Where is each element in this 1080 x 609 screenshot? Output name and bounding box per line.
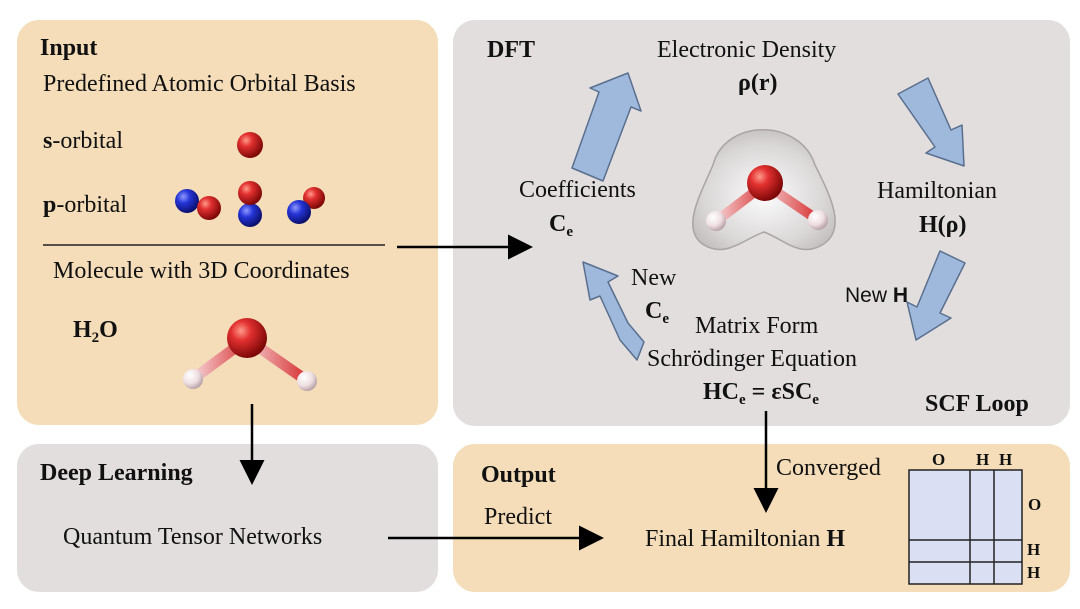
- cycle-arrow-to-density: [571, 72, 642, 182]
- new-h-text: New: [845, 284, 893, 307]
- new-c-main: C: [645, 298, 663, 324]
- network-label: Quantum Tensor Networks: [63, 524, 323, 550]
- matrix-col-label-h2: H: [999, 450, 1013, 469]
- coefficients-symbol: Ce: [549, 211, 573, 240]
- matrix-row-label-h2: H: [1027, 563, 1041, 582]
- cycle-arrow-to-coefficients: [582, 261, 645, 361]
- density-symbol: ρ(r): [738, 70, 778, 96]
- new-h-symbol: H: [892, 284, 909, 307]
- coeff-main: C: [549, 211, 567, 237]
- matrix-row-label-h1: H: [1027, 540, 1041, 559]
- converged-label: Converged: [776, 455, 881, 481]
- hamiltonian-matrix: [908, 469, 1023, 585]
- matrix-row-label-o: O: [1028, 495, 1042, 514]
- s-orbital-sphere: [237, 132, 263, 158]
- matrix-form-label: Matrix Form: [695, 313, 819, 339]
- s-orbital-suffix: -orbital: [52, 128, 123, 154]
- final-text: Final Hamiltonian: [645, 526, 827, 552]
- coefficients-label: Coefficients: [519, 177, 636, 203]
- p-orbital-z: [238, 181, 262, 227]
- matrix-col-label-o: O: [932, 450, 946, 469]
- h2o-molecule: [183, 318, 317, 391]
- final-symbol: H: [826, 526, 845, 552]
- eq-sub-2: e: [812, 392, 819, 408]
- cycle-arrow-to-hamiltonian: [897, 77, 965, 167]
- s-orbital-label: s-orbital: [43, 129, 123, 153]
- hamiltonian-symbol: H(ρ): [919, 212, 967, 238]
- formula-tail: O: [99, 317, 118, 343]
- coeff-sub: e: [566, 224, 574, 240]
- deep-learning-title: Deep Learning: [40, 460, 193, 486]
- basis-label: Predefined Atomic Orbital Basis: [43, 71, 356, 97]
- hamiltonian-label: Hamiltonian: [877, 178, 997, 204]
- p-orbital-x: [175, 189, 221, 220]
- eq-sub-1: e: [739, 392, 746, 408]
- formula-main: H: [73, 317, 92, 343]
- cycle-arrow-to-equation: [906, 250, 966, 341]
- scf-equation: HCe = εSCe: [703, 379, 819, 408]
- input-title: Input: [40, 35, 98, 61]
- new-h-label: New H: [845, 285, 908, 306]
- molecule-label: Molecule with 3D Coordinates: [53, 258, 350, 284]
- density-label: Electronic Density: [657, 37, 837, 63]
- matrix-col-label-h1: H: [976, 450, 990, 469]
- output-title: Output: [481, 462, 556, 488]
- p-orbital-y: [287, 187, 325, 224]
- eq-part-1: HC: [703, 379, 739, 405]
- p-orbital-label: p-orbital: [43, 193, 127, 217]
- h2o-formula: H2O: [73, 317, 118, 346]
- new-c-label: New: [631, 265, 677, 291]
- p-orbital-suffix: -orbital: [56, 192, 127, 218]
- predict-label: Predict: [484, 504, 552, 530]
- formula-sub: 2: [91, 330, 100, 346]
- s-orbital-letter: s: [43, 128, 53, 154]
- new-c-symbol: Ce: [645, 298, 669, 327]
- scf-loop-label: SCF Loop: [925, 391, 1029, 417]
- dft-title: DFT: [487, 37, 535, 63]
- final-hamiltonian-label: Final Hamiltonian H: [645, 527, 845, 551]
- new-c-sub: e: [662, 311, 670, 327]
- deep-learning-panel: [17, 444, 438, 592]
- schrodinger-label: Schrödinger Equation: [647, 346, 857, 372]
- electron-density-molecule: [692, 129, 836, 251]
- eq-part-2: = εSC: [745, 379, 813, 405]
- p-orbital-letter: p: [43, 192, 57, 218]
